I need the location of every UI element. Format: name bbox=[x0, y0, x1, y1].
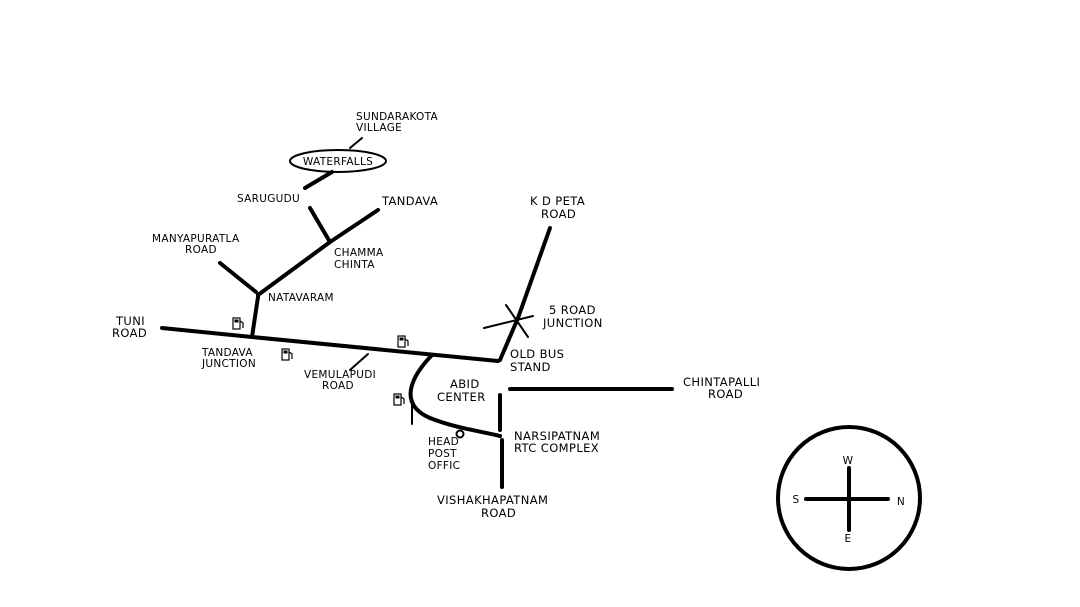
compass-rose-icon: W S N E bbox=[776, 425, 922, 571]
road-chammachinta-tandava bbox=[328, 208, 380, 244]
road-natavaram-tandava-junction bbox=[250, 295, 260, 339]
label-5road-1: 5 ROAD bbox=[549, 303, 596, 317]
place-labels: SUNDARAKOTA VILLAGE SARUGUDU TANDAVA MAN… bbox=[112, 111, 760, 520]
label-chamma-chinta-2: CHINTA bbox=[334, 259, 375, 271]
fuel-station-icon bbox=[397, 335, 409, 348]
label-head-post-3: OFFIC bbox=[428, 460, 460, 472]
road-waterfalls-sundarakota bbox=[349, 137, 363, 149]
label-abid-center-2: CENTER bbox=[437, 390, 486, 404]
road-sarugudu-chammachinta bbox=[308, 206, 332, 244]
label-head-post-1: HEAD bbox=[428, 436, 459, 448]
label-chamma-chinta-1: CHAMMA bbox=[334, 247, 384, 259]
label-sundarakota-1: SUNDARAKOTA bbox=[356, 111, 439, 123]
road-tuni bbox=[160, 326, 254, 339]
road-network bbox=[160, 137, 674, 489]
junction-mark-a bbox=[483, 315, 534, 329]
road-5road-oldbusstand bbox=[498, 316, 520, 362]
fuel-station-icon bbox=[232, 317, 244, 330]
label-abid-center-1: ABID bbox=[450, 377, 480, 391]
road-kd-peta bbox=[516, 226, 552, 320]
road-tandava-junction-oldbusstand bbox=[250, 335, 500, 363]
label-chintapalli-2: ROAD bbox=[708, 387, 743, 401]
label-vishakhapatnam-2: ROAD bbox=[481, 506, 516, 520]
fuel-station-icon bbox=[281, 348, 293, 361]
label-manyapuratla-1: MANYAPURATLA bbox=[152, 233, 240, 245]
label-narsipatnam-1: NARSIPATNAM bbox=[514, 429, 600, 443]
label-waterfalls: WATERFALLS bbox=[303, 156, 373, 168]
label-old-bus-stand-1: OLD BUS bbox=[510, 347, 564, 361]
post-office-icon bbox=[455, 429, 465, 439]
road-waterfalls-sarugudu bbox=[303, 170, 334, 190]
label-sarugudu: SARUGUDU bbox=[237, 193, 300, 205]
label-5road-2: JUNCTION bbox=[542, 316, 603, 330]
label-tandava-junction-2: JUNCTION bbox=[201, 358, 256, 370]
label-vishakhapatnam-1: VISHAKHAPATNAM bbox=[437, 493, 548, 507]
compass-right-label: N bbox=[897, 496, 905, 508]
road-chammachinta-natavaram bbox=[256, 240, 332, 297]
compass-bottom-label: E bbox=[845, 533, 852, 545]
label-tandava-junction-1: TANDAVA bbox=[201, 347, 253, 359]
label-chintapalli-1: CHINTAPALLI bbox=[683, 375, 760, 389]
waterfalls-marker bbox=[289, 149, 387, 173]
compass-left-label: S bbox=[793, 494, 800, 506]
junction-mark-b bbox=[505, 304, 529, 338]
road-manyapuratla-natavaram bbox=[218, 261, 258, 294]
label-kd-peta-1: K D PETA bbox=[530, 194, 585, 208]
label-kd-peta-2: ROAD bbox=[541, 207, 576, 221]
label-sundarakota-2: VILLAGE bbox=[356, 122, 402, 134]
label-natavaram: NATAVARAM bbox=[268, 292, 334, 304]
fuel-station-icon bbox=[393, 393, 405, 406]
compass-ring bbox=[776, 425, 922, 571]
label-old-bus-stand-2: STAND bbox=[510, 360, 551, 374]
road-curve-to-rtc bbox=[408, 353, 502, 438]
label-vemulapudi-2: ROAD bbox=[322, 380, 354, 392]
label-vemulapudi-1: VEMULAPUDI bbox=[304, 369, 376, 381]
label-tuni-road-1: TUNI bbox=[115, 314, 145, 328]
label-tuni-road-2: ROAD bbox=[112, 326, 147, 340]
label-narsipatnam-2: RTC COMPLEX bbox=[514, 441, 599, 455]
compass-top-label: W bbox=[843, 455, 854, 467]
label-head-post-2: POST bbox=[428, 448, 457, 460]
label-tandava: TANDAVA bbox=[381, 194, 438, 208]
label-manyapuratla-2: ROAD bbox=[185, 244, 217, 256]
road-vemulapudi bbox=[349, 353, 369, 371]
